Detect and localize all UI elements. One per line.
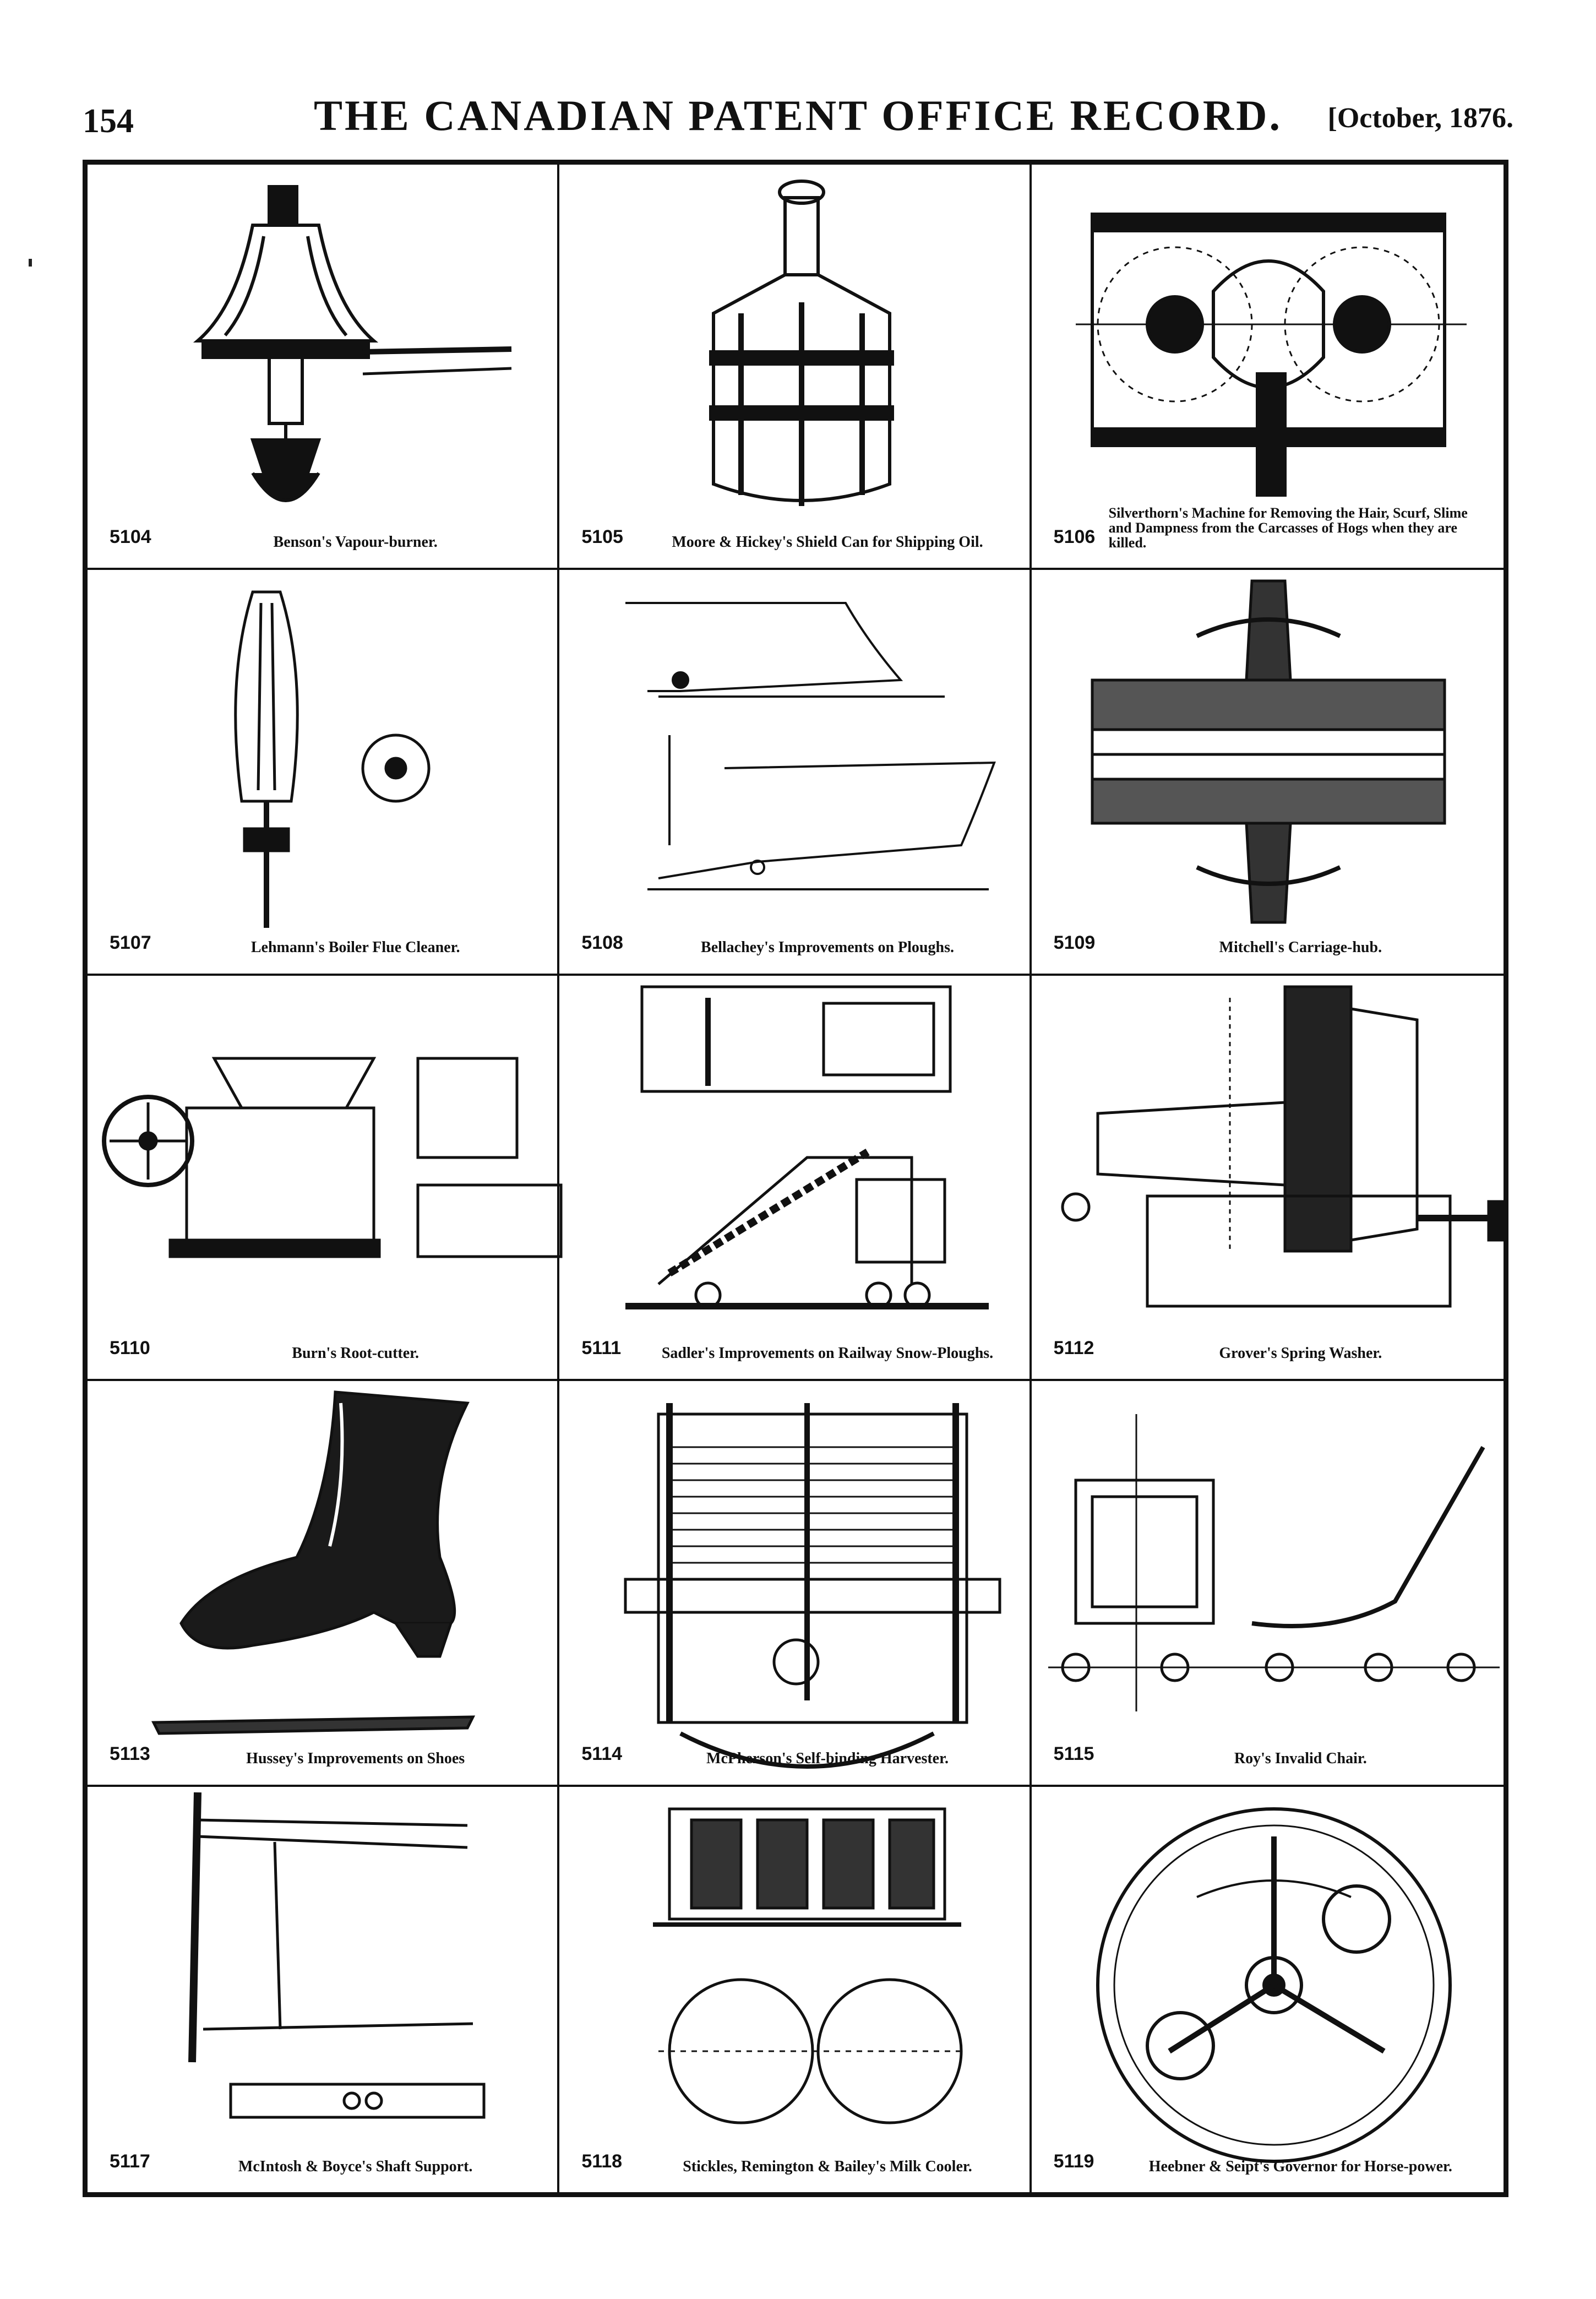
patent-caption: Bellachey's Improvements on Ploughs. bbox=[701, 939, 954, 956]
entry-cell-5119: 5119 Heebner & Seipt's Governor for Hors… bbox=[1032, 1787, 1504, 2192]
patent-caption: Heebner & Seipt's Governor for Horse-pow… bbox=[1148, 2157, 1452, 2175]
patent-number: 5117 bbox=[110, 2150, 150, 2172]
entry-cell-5108: 5108 Bellachey's Improvements on Ploughs… bbox=[559, 570, 1032, 976]
flue-cleaner-drawing bbox=[234, 590, 431, 928]
page-date: [October, 1876. bbox=[1327, 102, 1513, 134]
patent-caption: Benson's Vapour-burner. bbox=[273, 534, 438, 551]
patent-caption: Mitchell's Carriage-hub. bbox=[1219, 939, 1382, 956]
entry-cell-5105: 5105 Moore & Hickey's Shield Can for Shi… bbox=[559, 165, 1032, 570]
entry-cell-5106: 5106 Silverthorn's Machine for Removing … bbox=[1031, 165, 1504, 570]
harvester-drawing bbox=[624, 1403, 1001, 1769]
patent-number: 5111 bbox=[581, 1338, 622, 1359]
vapour-burner-drawing bbox=[193, 185, 512, 502]
patent-caption: Lehmann's Boiler Flue Cleaner. bbox=[250, 939, 460, 956]
patent-caption: Sadler's Improvements on Railway Snow-Pl… bbox=[661, 1344, 994, 1362]
patent-caption: Hussey's Improvements on Shoes bbox=[246, 1750, 465, 1768]
margin-mark bbox=[29, 259, 32, 267]
patent-number: 5105 bbox=[581, 526, 623, 548]
page-header: 154 THE CANADIAN PATENT OFFICE RECORD. [… bbox=[0, 0, 1596, 154]
governor-drawing bbox=[1096, 1807, 1452, 2163]
patent-number: 5104 bbox=[110, 526, 151, 548]
entry-cell-5117: 5117 McIntosh & Boyce's Shaft Support. bbox=[88, 1786, 560, 2192]
entry-cell-5111: 5111 Sadler's Improvements on Railway Sn… bbox=[559, 975, 1032, 1382]
illustration-grid: 5104 Benson's Vapour-burner. 5105 Moore … bbox=[88, 165, 1507, 2192]
patent-number: 5110 bbox=[110, 1338, 150, 1359]
entry-cell-5107: 5107 Lehmann's Boiler Flue Cleaner. bbox=[88, 570, 560, 976]
entry-cell-5113: 5113 Hussey's Improvements on Shoes bbox=[88, 1381, 560, 1787]
entry-cell-5114: 5114 McPherson's Self-binding Harvester. bbox=[559, 1381, 1032, 1787]
patent-number: 5118 bbox=[581, 2150, 623, 2172]
patent-caption: Moore & Hickey's Shield Can for Shipping… bbox=[672, 534, 983, 551]
patent-number: 5112 bbox=[1053, 1338, 1094, 1359]
patent-number: 5113 bbox=[110, 1743, 150, 1764]
root-cutter-drawing bbox=[102, 1057, 563, 1258]
patent-number: 5119 bbox=[1053, 2150, 1094, 2172]
patent-caption: McIntosh & Boyce's Shaft Support. bbox=[238, 2157, 473, 2175]
hog-machine-drawing bbox=[1075, 213, 1467, 497]
patent-number: 5114 bbox=[581, 1743, 623, 1764]
patent-number: 5107 bbox=[110, 932, 151, 953]
patent-caption: Burn's Root-cutter. bbox=[292, 1344, 420, 1362]
carriage-hub-drawing bbox=[1091, 579, 1446, 924]
milk-cooler-drawing bbox=[653, 1807, 967, 2124]
illustration-grid-frame: 5104 Benson's Vapour-burner. 5105 Moore … bbox=[83, 160, 1508, 2197]
entry-cell-5104: 5104 Benson's Vapour-burner. bbox=[88, 165, 560, 570]
patent-number: 5115 bbox=[1053, 1743, 1094, 1764]
patent-caption: Stickles, Remington & Bailey's Milk Cool… bbox=[683, 2157, 972, 2175]
shoe-drawing bbox=[151, 1390, 476, 1735]
shield-can-drawing bbox=[709, 180, 895, 506]
page-number: 154 bbox=[83, 102, 134, 140]
invalid-chair-drawing bbox=[1048, 1414, 1500, 1712]
shaft-support-drawing bbox=[188, 1792, 486, 2119]
plough-drawing bbox=[625, 602, 996, 891]
patent-caption: Silverthorn's Machine for Removing the H… bbox=[1108, 504, 1468, 551]
entry-cell-5110: 5110 Burn's Root-cutter. bbox=[88, 975, 563, 1382]
entry-cell-5115: 5115 Roy's Invalid Chair. bbox=[1031, 1381, 1504, 1787]
patent-number: 5106 bbox=[1053, 526, 1096, 548]
entry-cell-5112: 5112 Grover's Spring Washer. bbox=[1031, 976, 1507, 1382]
page-title: THE CANADIAN PATENT OFFICE RECORD. bbox=[314, 91, 1282, 139]
patent-caption: Roy's Invalid Chair. bbox=[1234, 1750, 1367, 1768]
patent-number: 5109 bbox=[1053, 932, 1096, 953]
entry-cell-5118: 5118 Stickles, Remington & Bailey's Milk… bbox=[559, 1786, 1032, 2192]
patent-caption: Grover's Spring Washer. bbox=[1219, 1344, 1382, 1362]
snow-plough-drawing bbox=[625, 985, 989, 1309]
patent-caption: McPherson's Self-binding Harvester. bbox=[706, 1750, 949, 1768]
entry-cell-5109: 5109 Mitchell's Carriage-hub. bbox=[1031, 570, 1504, 976]
patent-number: 5108 bbox=[581, 932, 623, 953]
spring-washer-drawing bbox=[1061, 985, 1507, 1308]
